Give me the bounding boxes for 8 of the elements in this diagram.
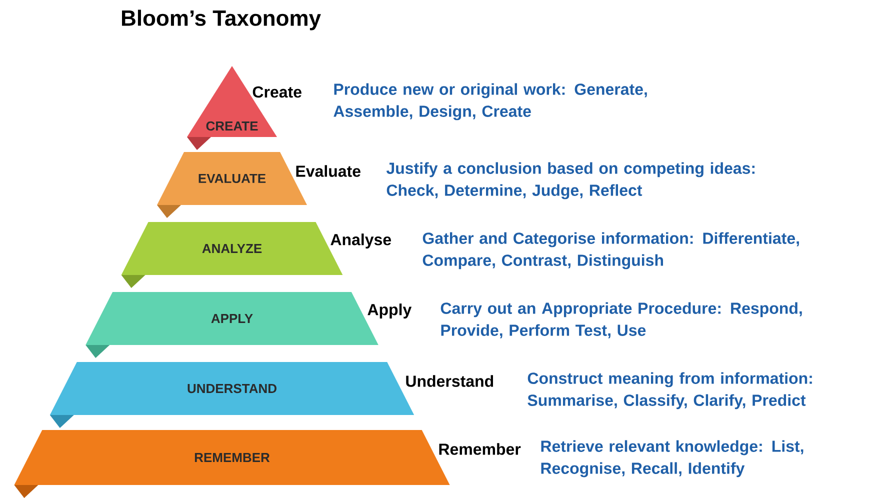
- level-description: Retrieve relevant knowledge: List, Recognise, Recall, Identify: [541, 440, 804, 478]
- level-description: Carry out an Appropriate Procedure: Respond, Provide, Perform Test, Use: [440, 302, 802, 338]
- level-description: Produce new or original work: Generate, Assemble, Design, Create: [334, 83, 647, 120]
- title: Bloom’s Taxonomy: [122, 10, 321, 30]
- level-heading: Remember: [439, 443, 521, 455]
- level-description: Construct meaning from information: Summarise, Classify, Clarify, Predict: [528, 372, 812, 410]
- level-description: Justify a conclusion based on competing ideas: Check, Determine, Judge, Reflect: [386, 162, 755, 200]
- level-description: Gather and Categorise information: Differentiate, Compare, Contrast, Distinguish: [422, 232, 799, 270]
